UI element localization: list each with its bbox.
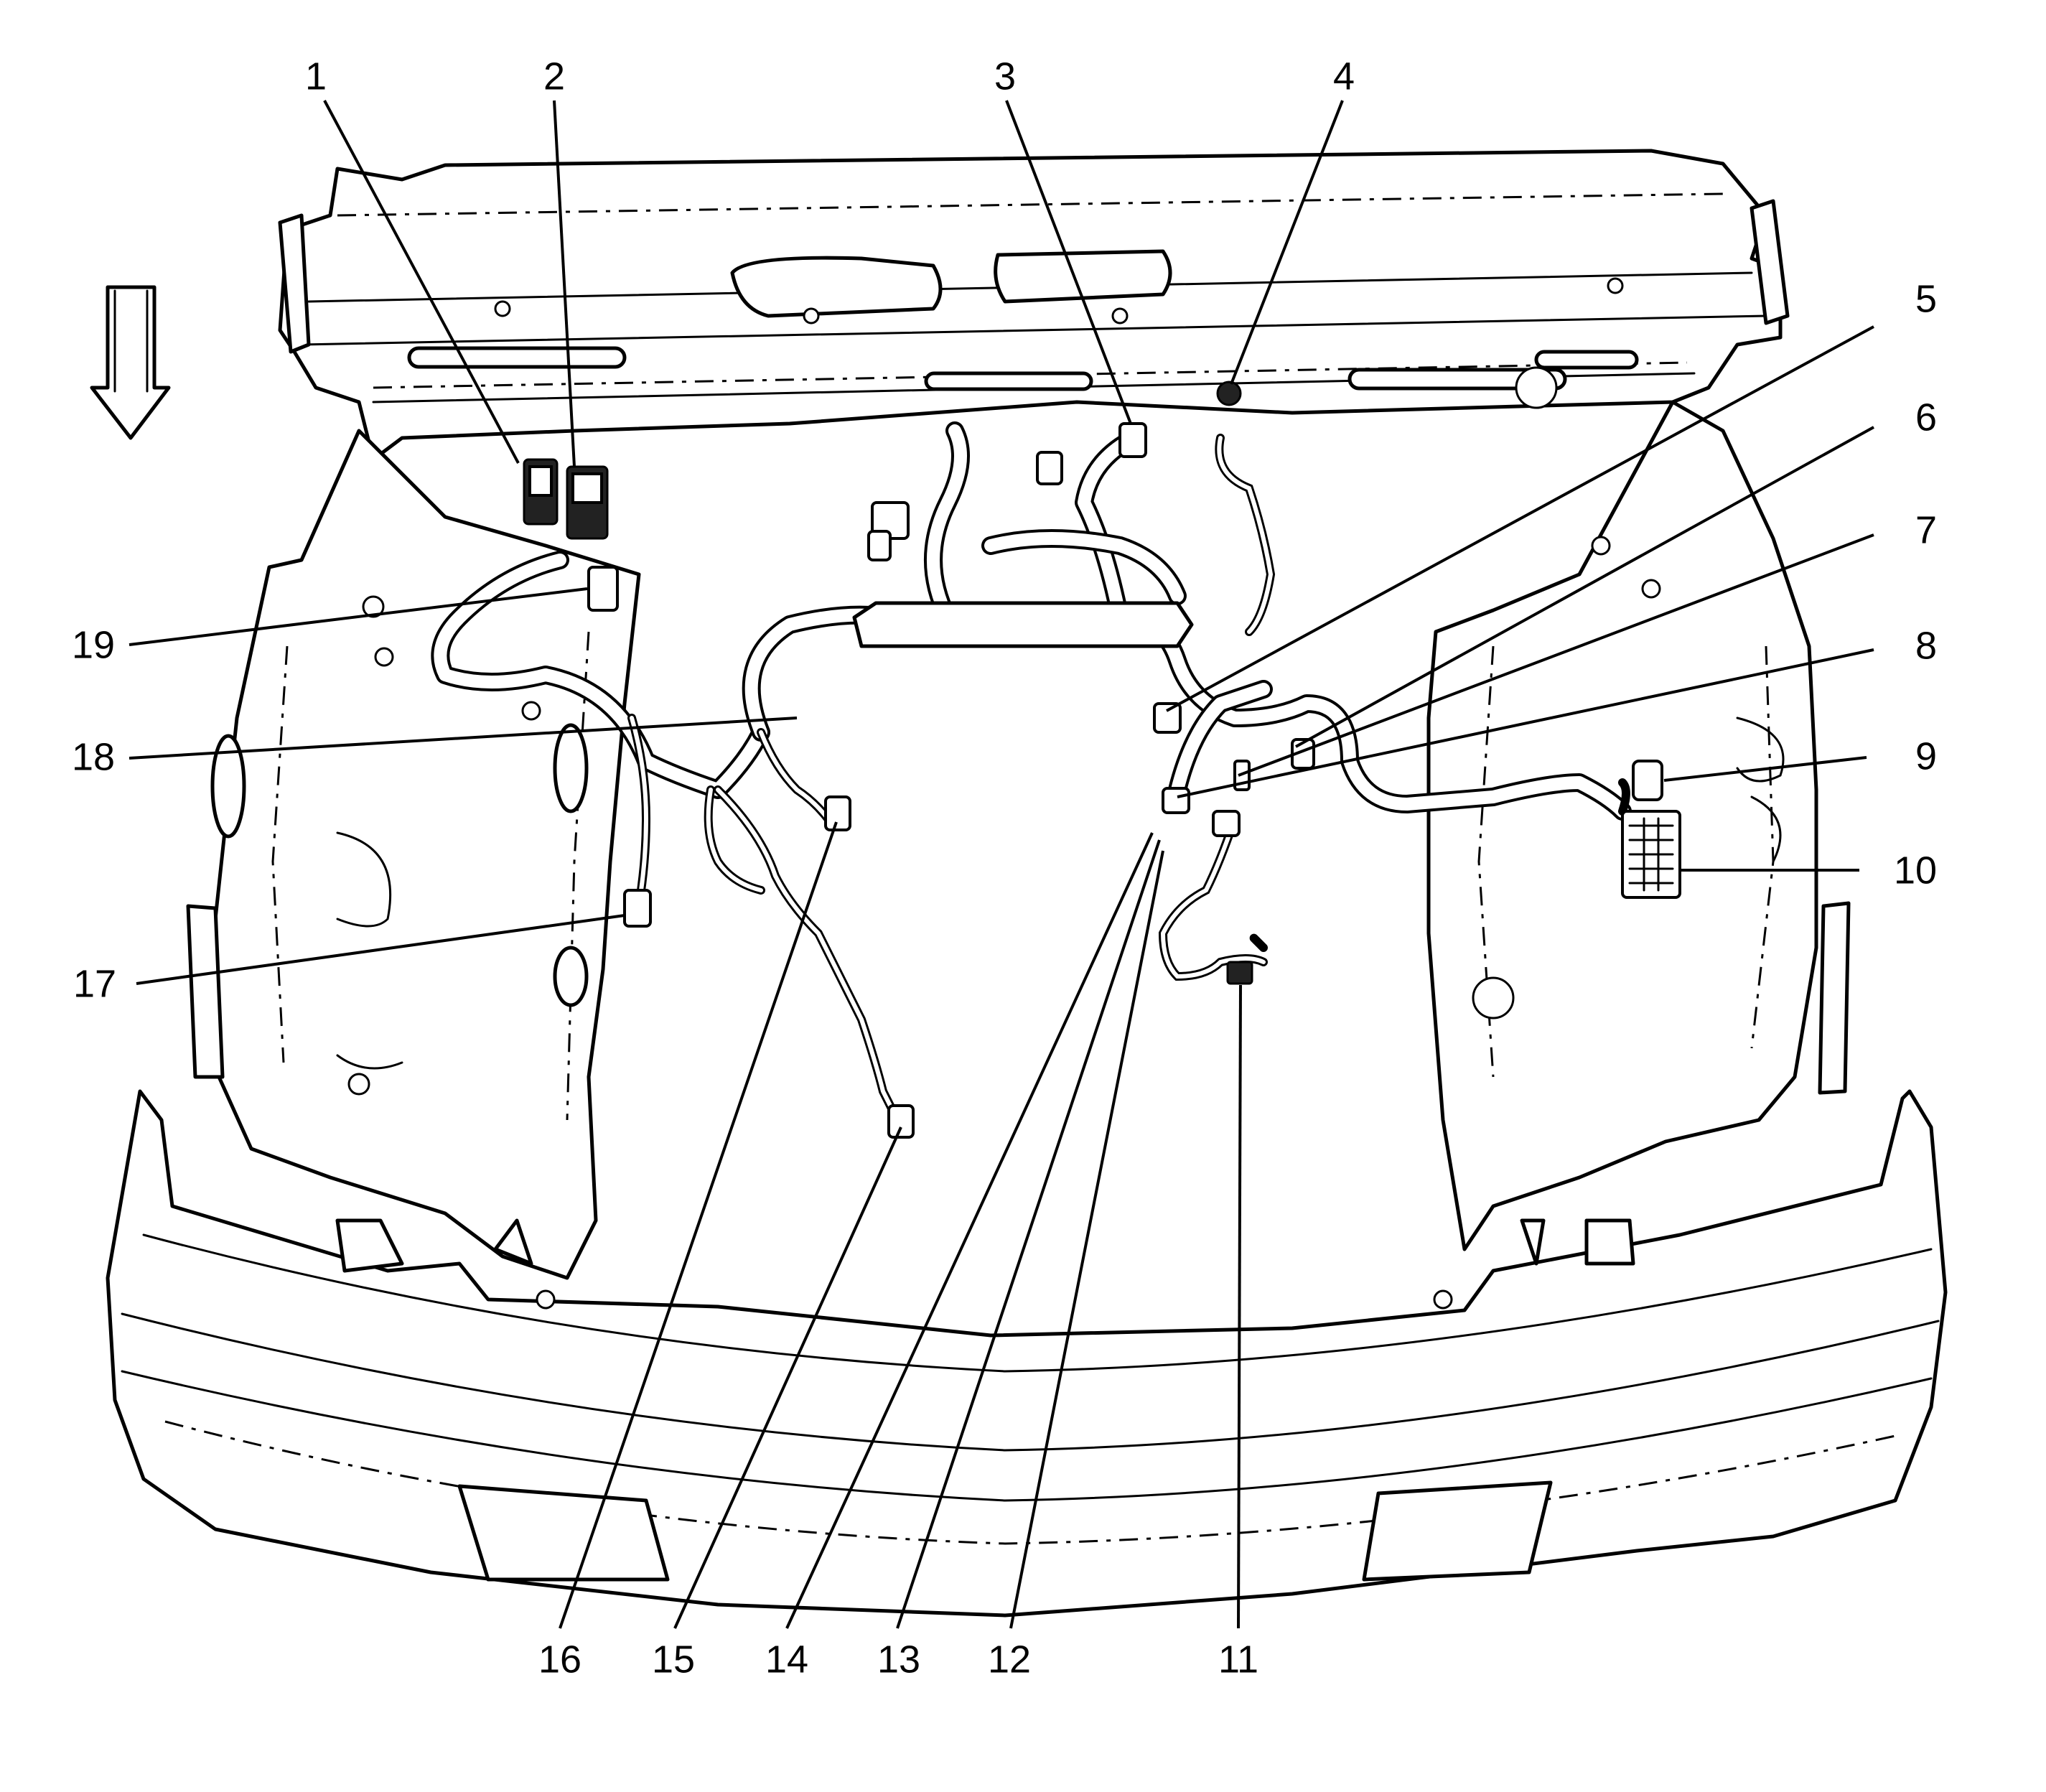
- callout-3: 3: [994, 55, 1016, 98]
- callout-2: 2: [543, 55, 565, 98]
- callout-4: 4: [1333, 55, 1355, 98]
- leader-1: [323, 100, 520, 464]
- leader-9: [1663, 756, 1867, 782]
- radiator-support: [278, 149, 1790, 462]
- leader-5: [1166, 325, 1874, 712]
- callout-labels: 1 2 3 4 5 6 7 8 9 10 11 12 13 14 15 16 1…: [72, 55, 1937, 1681]
- leader-12: [1009, 850, 1164, 1629]
- leader-7: [1238, 533, 1874, 777]
- leader-4: [1230, 100, 1344, 385]
- callout-15: 15: [652, 1638, 695, 1681]
- leader-3: [1005, 100, 1132, 424]
- leader-14: [785, 832, 1154, 1629]
- callout-5: 5: [1915, 277, 1937, 320]
- callout-19: 19: [72, 623, 115, 666]
- callout-10: 10: [1894, 849, 1937, 892]
- callout-18: 18: [72, 735, 115, 778]
- leader-18: [129, 717, 798, 760]
- callout-14: 14: [765, 1638, 808, 1681]
- callout-17: 17: [73, 962, 116, 1005]
- leader-2: [553, 100, 576, 467]
- callout-6: 6: [1915, 396, 1937, 439]
- leader-11: [1237, 984, 1242, 1629]
- callout-13: 13: [877, 1638, 920, 1681]
- engine-wiring-harness: [431, 381, 1681, 1139]
- callout-11: 11: [1218, 1638, 1258, 1681]
- leader-17: [136, 914, 625, 985]
- callout-9: 9: [1915, 734, 1937, 778]
- leader-15: [673, 1126, 902, 1629]
- front-bumper: [106, 1089, 1948, 1618]
- left-fender-wheelhouse: [186, 429, 641, 1280]
- callout-16: 16: [538, 1638, 581, 1681]
- callout-1: 1: [305, 55, 327, 98]
- down-arrow-icon: [90, 285, 171, 440]
- callout-8: 8: [1915, 624, 1937, 667]
- leader-6: [1295, 426, 1874, 748]
- leader-13: [896, 839, 1161, 1629]
- leader-8: [1177, 648, 1874, 798]
- leader-19: [129, 587, 588, 646]
- leader-16: [559, 821, 838, 1629]
- callout-12: 12: [988, 1638, 1031, 1681]
- callout-leaders: [129, 100, 1874, 1629]
- callout-7: 7: [1915, 508, 1937, 551]
